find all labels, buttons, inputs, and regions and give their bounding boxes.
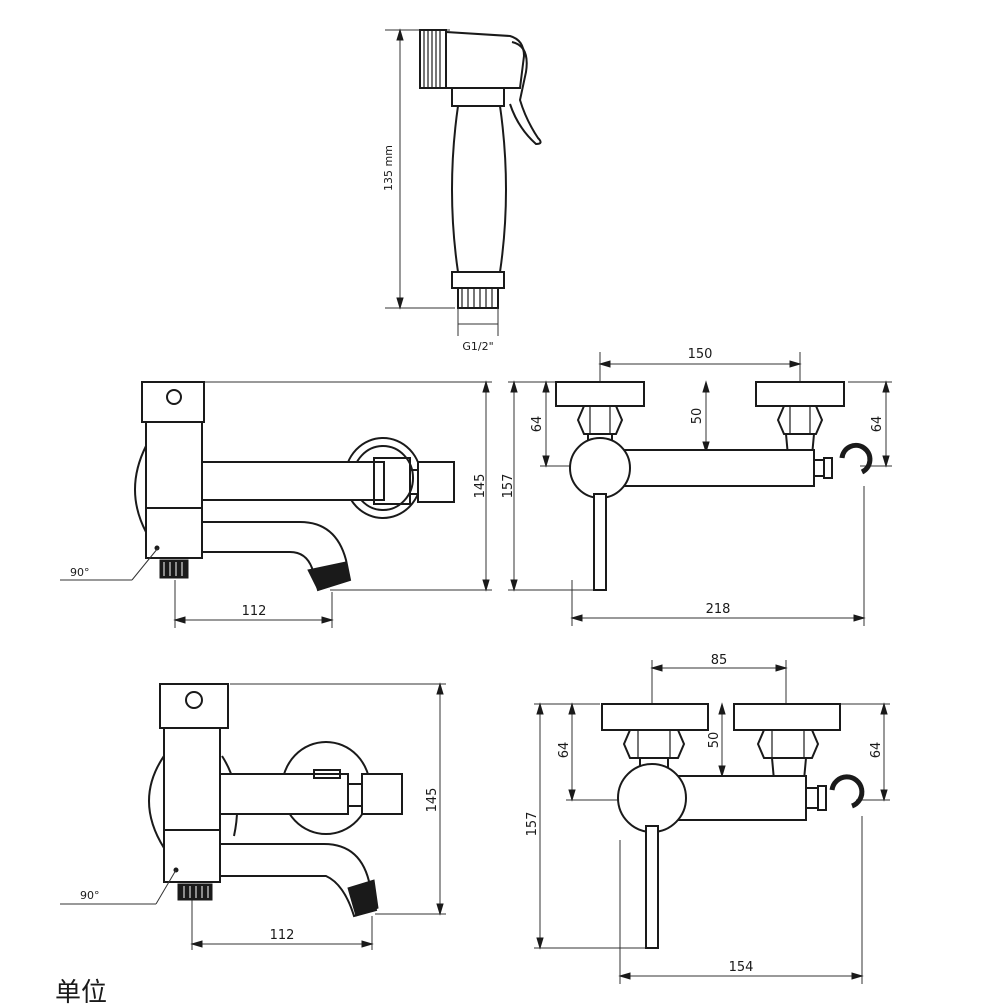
front-view-1-total-width-label: 218 bbox=[706, 602, 731, 617]
side-view-1-angle-label: 90° bbox=[70, 566, 90, 579]
front-view-2-total-height-label: 157 bbox=[525, 812, 540, 837]
side-view-1-height-label: 145 bbox=[473, 474, 488, 499]
sprayer-height-label: 135 mm bbox=[382, 145, 395, 191]
side-view-1: 145 112 90° bbox=[60, 380, 492, 628]
sprayer-thread-label: G1/2" bbox=[462, 340, 493, 353]
front-view-2-right-height-label: 64 bbox=[869, 742, 884, 759]
front-view-2-mid-height-label: 50 bbox=[707, 732, 722, 749]
side-view-2: 145 112 90° bbox=[60, 682, 446, 950]
hand-sprayer: 135 mm G1/2" bbox=[382, 28, 542, 353]
front-view-2-left-height-label: 64 bbox=[557, 742, 572, 759]
side-view-2-angle-label: 90° bbox=[80, 889, 100, 902]
front-view-2-total-width-label: 154 bbox=[729, 960, 754, 975]
side-view-1-width-label: 112 bbox=[242, 604, 267, 619]
footer-unit-text: 单位 bbox=[55, 978, 108, 1008]
front-view-1: 150 157 64 50 64 218 bbox=[501, 347, 892, 626]
front-view-1-mid-height-label: 50 bbox=[690, 408, 705, 425]
front-view-2-top-width-label: 85 bbox=[711, 653, 728, 668]
front-view-1-right-height-label: 64 bbox=[870, 416, 885, 433]
front-view-1-total-height-label: 157 bbox=[501, 474, 516, 499]
side-view-2-width-label: 112 bbox=[270, 928, 295, 943]
front-view-2: 85 157 64 50 64 154 bbox=[525, 653, 890, 984]
front-view-1-top-width-label: 150 bbox=[688, 347, 713, 362]
side-view-2-height-label: 145 bbox=[425, 788, 440, 813]
front-view-1-left-height-label: 64 bbox=[530, 416, 545, 433]
